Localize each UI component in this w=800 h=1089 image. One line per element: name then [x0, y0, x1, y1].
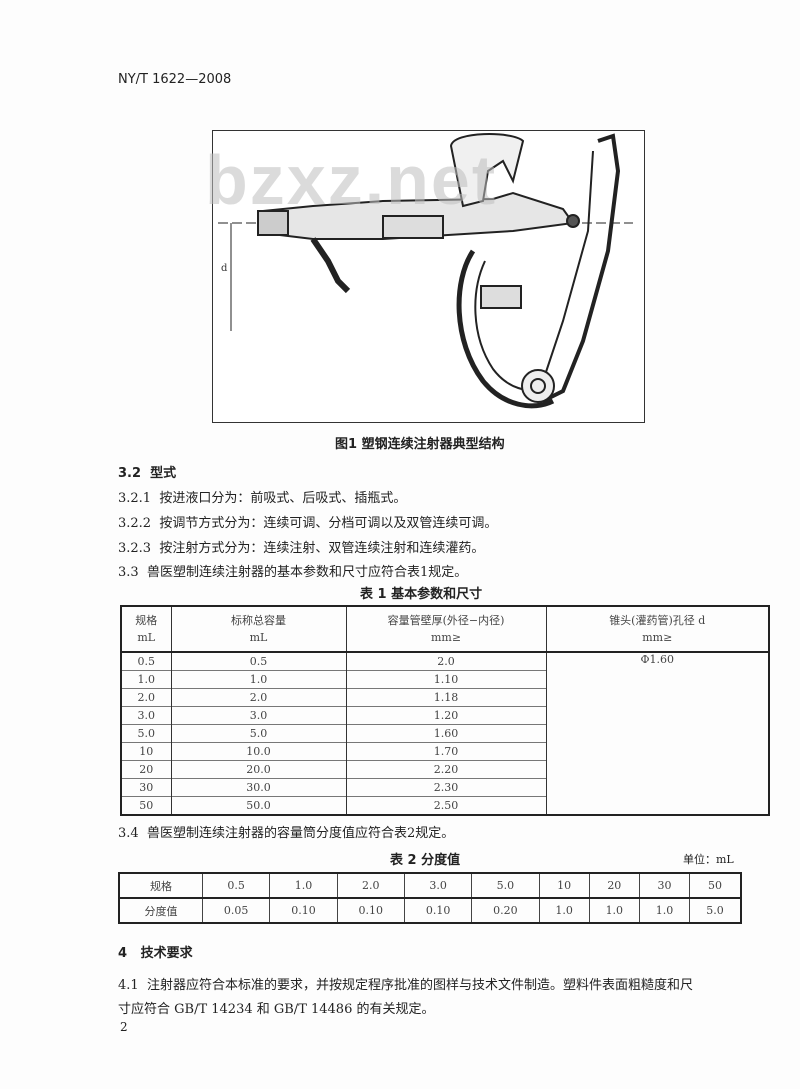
table-cell: 分度值 — [118, 898, 203, 923]
table-cell: 1.18 — [345, 688, 546, 707]
merged-bore-cell: Φ1.60 — [545, 651, 769, 815]
table-cell: 2.0 — [120, 688, 171, 707]
table-cell: 3.0 — [170, 706, 346, 725]
table-cell: 5.0 — [689, 898, 741, 923]
table-cell: 50 — [120, 796, 171, 815]
watermark: bzxz.net — [205, 141, 498, 219]
dimension-d-label: d — [221, 263, 228, 274]
section-3-3: 3.3 兽医塑制连续注射器的基本参数和尺寸应符合表1规定。 — [118, 565, 468, 580]
figure-syringe: d — [212, 130, 645, 423]
table-cell: 50 — [689, 873, 741, 899]
table-cell: 0.10 — [269, 898, 338, 923]
table-cell: 20 — [120, 760, 171, 779]
table-cell: 2.0 — [170, 688, 346, 707]
figure-caption: 图1 塑钢连续注射器典型结构 — [335, 437, 505, 452]
section-4: 4 技术要求 — [118, 946, 193, 961]
section-3-4: 3.4 兽医塑制连续注射器的容量筒分度值应符合表2规定。 — [118, 826, 455, 841]
table-cell: 3.0 — [403, 873, 472, 899]
section-4-1-line1: 4.1 注射器应符合本标准的要求，并按规定程序批准的图样与技术文件制造。塑料件表… — [118, 978, 693, 993]
table-cell: 2.30 — [345, 778, 546, 797]
table2-unit: 单位：mL — [683, 853, 734, 866]
section-3-2-1: 3.2.1 按进液口分为：前吸式、后吸式、插瓶式。 — [118, 491, 407, 506]
table-cell: 0.20 — [471, 898, 540, 923]
table1-title: 表 1 基本参数和尺寸 — [360, 587, 483, 602]
section-3-2: 3.2 型式 — [118, 466, 177, 481]
table-cell: 1.10 — [345, 670, 546, 689]
table-cell: 20 — [588, 873, 640, 899]
table2-title: 表 2 分度值 — [390, 853, 461, 868]
table-cell: 0.10 — [336, 898, 405, 923]
table-cell: 1.0 — [120, 670, 171, 689]
table-cell: 0.10 — [403, 898, 472, 923]
table-cell: 1.0 — [588, 898, 640, 923]
table-cell: 5.0 — [120, 724, 171, 743]
header-cell: 容量管壁厚(外径−内径)mm≥ — [345, 606, 546, 653]
table-cell: 0.5 — [201, 873, 270, 899]
page-number: 2 — [120, 1020, 128, 1034]
table-cell: 1.0 — [269, 873, 338, 899]
table-cell: 10 — [120, 742, 171, 761]
section-3-2-3: 3.2.3 按注射方式分为：连续注射、双管连续注射和连续灌药。 — [118, 541, 485, 556]
table-cell: 1.70 — [345, 742, 546, 761]
table-cell: 0.5 — [170, 651, 346, 671]
section-3-2-2: 3.2.2 按调节方式分为：连续可调、分档可调以及双管连续可调。 — [118, 516, 498, 531]
table-cell: 20.0 — [170, 760, 346, 779]
table-cell: 2.0 — [336, 873, 405, 899]
table-cell: 50.0 — [170, 796, 346, 815]
table-cell: 30.0 — [170, 778, 346, 797]
table-cell: 2.0 — [345, 651, 546, 671]
table-cell: 1.0 — [170, 670, 346, 689]
table-cell: 2.50 — [345, 796, 546, 815]
table-cell: 10.0 — [170, 742, 346, 761]
table-cell: 10 — [538, 873, 590, 899]
section-4-1-line2: 寸应符合 GB/T 14234 和 GB/T 14486 的有关规定。 — [118, 1002, 435, 1017]
syringe-drawing: d — [218, 133, 633, 409]
table-cell: 30 — [120, 778, 171, 797]
table-cell: 0.05 — [201, 898, 270, 923]
table-cell: 0.5 — [120, 651, 171, 671]
table-cell: 30 — [638, 873, 690, 899]
table-cell: 5.0 — [170, 724, 346, 743]
table-cell: 3.0 — [120, 706, 171, 725]
table-cell: 2.20 — [345, 760, 546, 779]
table-cell: 1.20 — [345, 706, 546, 725]
table-cell: 1.0 — [638, 898, 690, 923]
table-cell: 5.0 — [471, 873, 540, 899]
table-cell: 1.0 — [538, 898, 590, 923]
table-cell: 规格 — [118, 873, 203, 899]
doc-code: NY/T 1622—2008 — [118, 72, 232, 87]
table-cell: 1.60 — [345, 724, 546, 743]
